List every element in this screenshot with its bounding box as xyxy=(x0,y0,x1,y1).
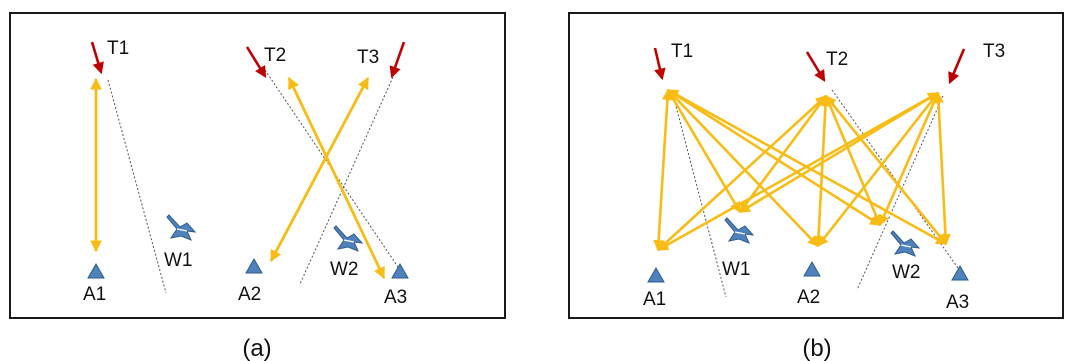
link-arrow xyxy=(738,95,828,213)
anchor-label: A2 xyxy=(797,287,820,308)
triangle-icon xyxy=(391,262,409,279)
link-arrow xyxy=(824,94,882,227)
anchor-label: A3 xyxy=(946,292,969,313)
panel-b: T1 T2 T3 A1 A2 A3 W1 W2 (b) xyxy=(643,41,1005,361)
anchor-label: A1 xyxy=(643,289,666,310)
link-arrow xyxy=(813,94,831,248)
link-arrow xyxy=(933,91,951,246)
drone-label: W1 xyxy=(164,250,193,271)
panel-a: T1 T2 T3 A1 A2 A3 W1 W2 (a) xyxy=(83,38,409,361)
panel-caption: (b) xyxy=(802,335,831,361)
drone-icon xyxy=(724,217,754,244)
target-label: T1 xyxy=(671,41,693,62)
triangle-icon xyxy=(951,264,969,281)
link-arrow xyxy=(667,88,881,227)
triangle-icon xyxy=(803,260,821,277)
triangle-icon xyxy=(87,262,105,279)
drone-label: W1 xyxy=(722,259,751,280)
incoming-arrow-icon xyxy=(805,51,826,83)
link-arrow xyxy=(653,88,673,252)
incoming-arrow-icon xyxy=(948,48,966,85)
link-arrow xyxy=(878,92,940,226)
anchor-label: A2 xyxy=(238,284,261,305)
target-label: T2 xyxy=(826,49,848,70)
drone-label: W2 xyxy=(892,262,921,283)
drone-icon xyxy=(166,214,196,241)
dashed-line xyxy=(856,95,944,291)
triangle-icon xyxy=(245,257,263,274)
drone-label: W2 xyxy=(330,259,359,280)
drone-icon xyxy=(333,225,363,252)
link-arrow xyxy=(666,89,742,213)
dashed-line xyxy=(107,79,167,294)
incoming-arrow-icon xyxy=(245,46,267,78)
drone-icon xyxy=(890,230,920,257)
link-arrow xyxy=(287,76,386,280)
anchor-label: A1 xyxy=(83,284,106,305)
target-label: T3 xyxy=(983,41,1005,62)
link-arrow xyxy=(667,89,819,247)
link-mesh xyxy=(653,88,951,252)
incoming-arrow-icon xyxy=(653,47,666,81)
incoming-arrow-icon xyxy=(389,41,406,79)
triangle-icon xyxy=(647,266,665,283)
panel-caption: (a) xyxy=(242,335,271,361)
target-label: T3 xyxy=(357,47,379,68)
incoming-arrow-icon xyxy=(90,41,104,75)
target-label: T2 xyxy=(264,45,286,66)
target-label: T1 xyxy=(107,38,129,59)
link-arrow xyxy=(269,76,370,263)
anchor-label: A3 xyxy=(384,287,407,308)
